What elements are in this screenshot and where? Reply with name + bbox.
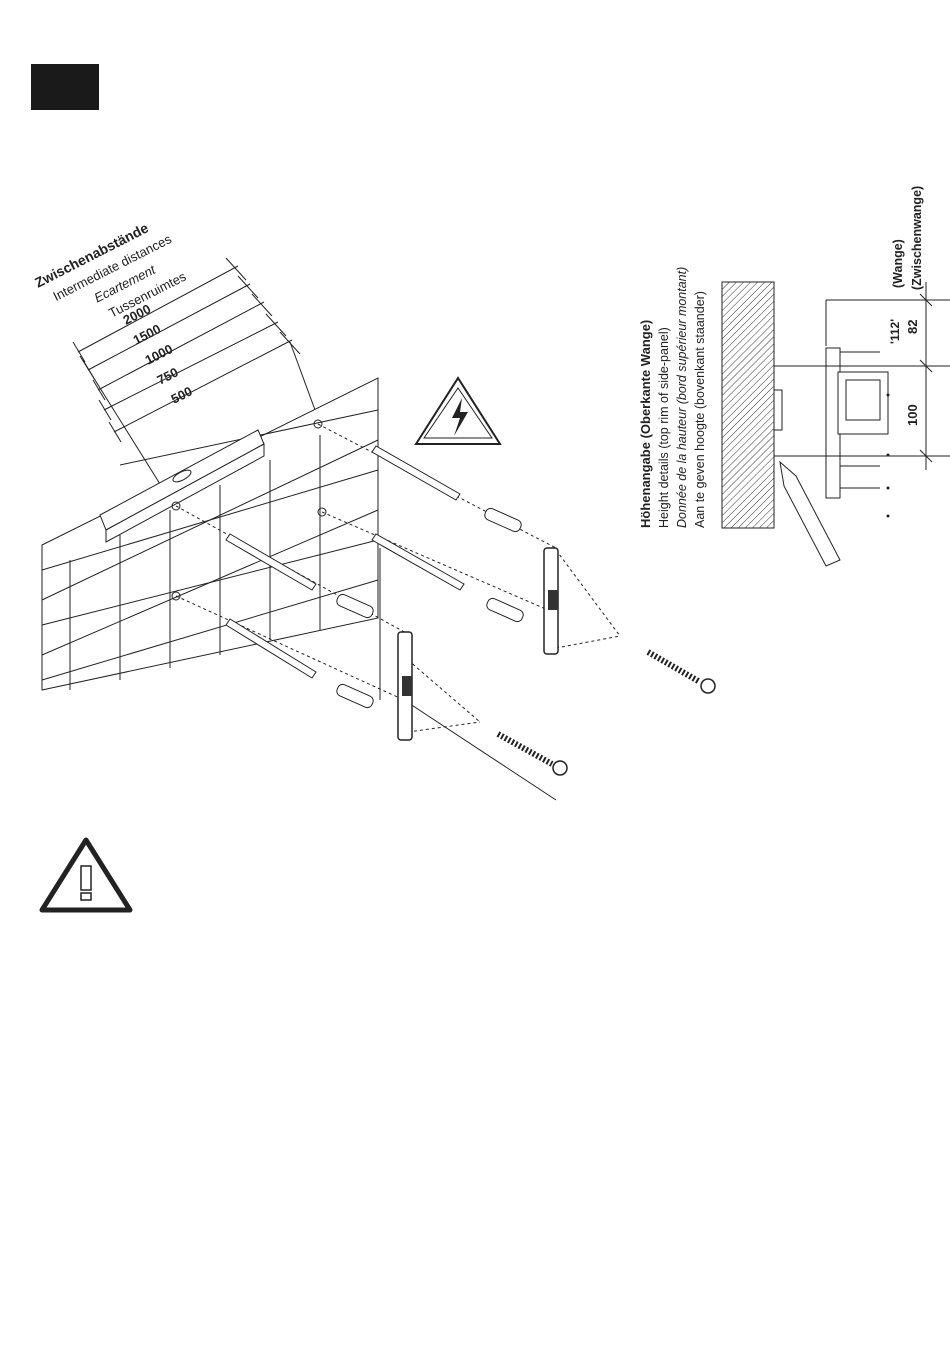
label-zwischenwange: (Zwischenwange) — [910, 186, 924, 290]
high-voltage-warning-icon — [416, 378, 500, 444]
distance-500: 500 — [169, 383, 195, 406]
height-title: Höhenangabe (Oberkante Wange) — [638, 320, 653, 528]
dim-82: 82 — [905, 320, 920, 334]
height-line-fr: Donnée de la hauteur (bord supérieur mon… — [675, 267, 689, 528]
distance-1500: 1500 — [131, 321, 164, 347]
wall-brackets — [398, 548, 558, 740]
distance-values: 2000 1500 1000 750 500 — [121, 301, 195, 406]
label-wange: (Wange) — [891, 239, 905, 288]
caution-warning-icon — [42, 840, 130, 910]
dim-112: '112' — [888, 319, 902, 344]
distances-label-group: Zwischenabstände Intermediate distances … — [32, 212, 192, 344]
distance-750: 750 — [155, 364, 181, 387]
section-marker — [31, 64, 99, 110]
height-line-nl: Aan te geven hoogte (bovenkant staander) — [693, 291, 707, 528]
dim-100: 100 — [905, 404, 920, 426]
brick-wall — [42, 378, 378, 690]
distance-1000: 1000 — [143, 341, 176, 367]
height-label-group: Höhenangabe (Oberkante Wange) Height det… — [638, 267, 707, 528]
height-line-en: Height details (top rim of side-panel) — [657, 327, 671, 528]
screws — [498, 652, 715, 775]
wall-section — [722, 282, 774, 528]
